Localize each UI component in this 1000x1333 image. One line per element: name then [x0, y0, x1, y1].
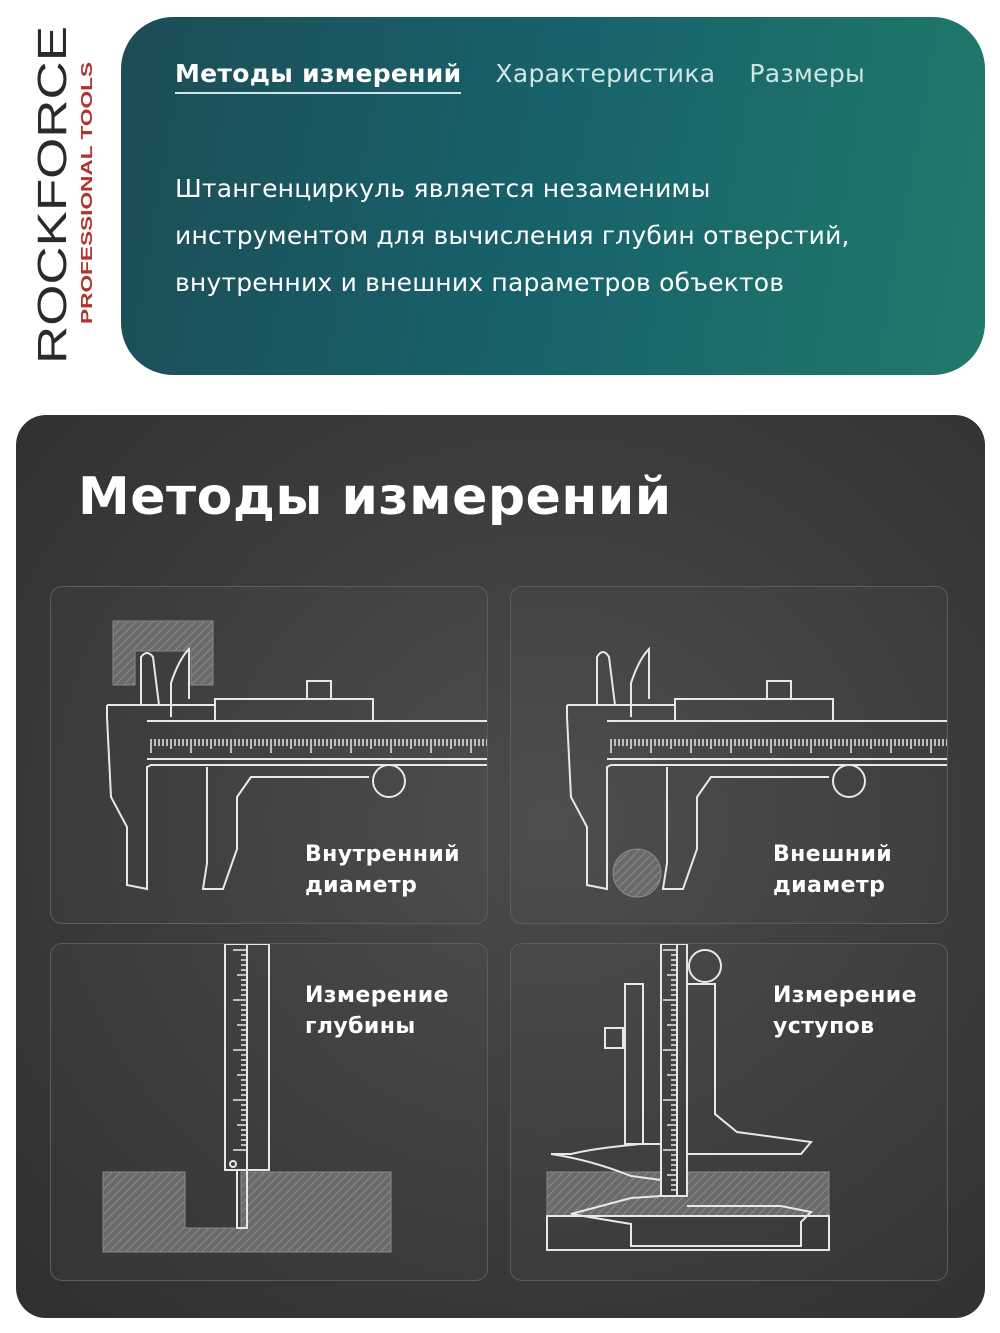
brand-logo: ROCKFORCE PROFESSIONAL TOOLS	[30, 24, 100, 369]
panel-title: Методы измерений	[78, 467, 672, 527]
card-outer-diameter: Внешний диаметр	[510, 586, 948, 924]
methods-panel: Методы измерений	[16, 415, 985, 1318]
card-label: Измерение уступов	[773, 983, 917, 1039]
tab-dimensions[interactable]: Размеры	[749, 59, 866, 88]
tab-measurement-methods[interactable]: Методы измерений	[175, 59, 462, 94]
caliper-inner-diameter-icon	[106, 620, 487, 891]
info-banner: Методы измерений Характеристика Размеры …	[121, 17, 985, 375]
banner-line: внутренних и внешних параметров объектов	[175, 268, 785, 297]
banner-line: инструментом для вычисления глубин отвер…	[175, 221, 850, 250]
banner-line: Штангенциркуль является незаменимы	[175, 174, 711, 203]
card-label: Внешний диаметр	[773, 842, 893, 898]
card-depth: Измерение глубины	[50, 943, 488, 1281]
card-inner-diameter: Внутренний диаметр	[50, 586, 488, 924]
tab-characteristics[interactable]: Характеристика	[495, 59, 716, 88]
card-label: Измерение глубины	[305, 983, 449, 1039]
tab-bar: Методы измерений Характеристика Размеры	[175, 59, 865, 94]
banner-description: Штангенциркуль является незаменимы инстр…	[175, 165, 965, 306]
card-label: Внутренний диаметр	[305, 842, 460, 898]
caliper-outer-diameter-icon	[566, 646, 947, 898]
caliper-depth-icon	[102, 944, 392, 1253]
brand-tagline: PROFESSIONAL TOOLS	[79, 62, 96, 324]
card-step: Измерение уступов	[510, 943, 948, 1281]
brand-name: ROCKFORCE	[30, 26, 75, 364]
caliper-step-icon	[546, 944, 830, 1251]
